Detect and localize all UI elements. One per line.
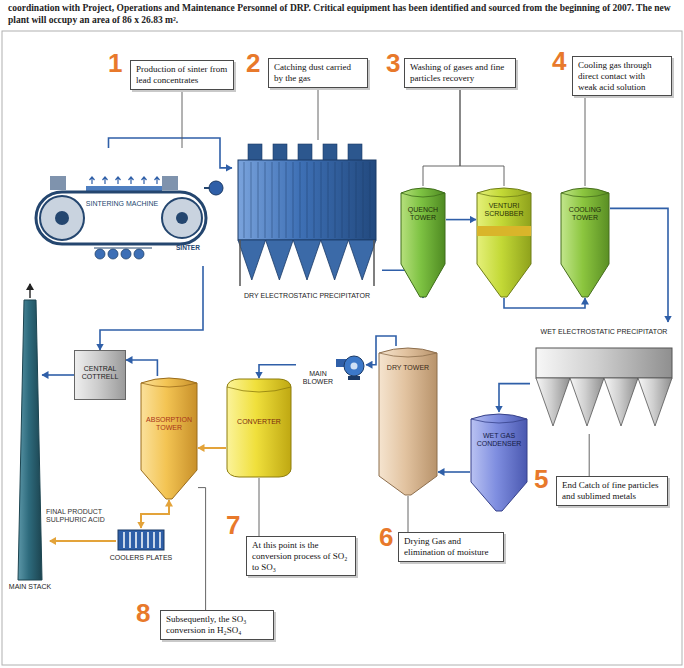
equipment-label: WET GAS CONDENSER	[472, 432, 526, 447]
equipment-label: COOLING TOWER	[561, 206, 609, 221]
equipment-label: MAIN STACK	[4, 583, 56, 591]
callout-number: 3	[386, 50, 400, 76]
equipment-label: CONVERTER	[228, 418, 290, 426]
flow-line	[198, 447, 226, 449]
dry-tower: DRY TOWER	[378, 346, 438, 496]
flow-line	[126, 360, 157, 376]
flow-line	[259, 365, 296, 378]
equipment-shape	[226, 378, 292, 478]
equipment-label: DRY TOWER	[380, 364, 436, 372]
leader-line	[182, 90, 183, 148]
equipment-shape	[530, 322, 678, 434]
equipment-shape	[140, 376, 198, 500]
dry-electrostatic-precipitator: DRY ELECTROSTATIC PRECIPITATOR	[232, 140, 382, 326]
callout-box: Drying Gas and elimination of moisture	[398, 532, 504, 562]
equipment-shape	[108, 528, 174, 578]
flow-line	[499, 384, 530, 412]
callout-box: Cooling gas through direct contact with …	[572, 56, 672, 96]
callout-number: 8	[136, 600, 150, 626]
callout-text: Cooling gas through direct contact with …	[578, 60, 666, 92]
cooling-tower: COOLING TOWER	[560, 186, 610, 298]
main-stack: MAIN STACK	[18, 300, 42, 580]
leader-line	[460, 88, 504, 186]
product-arrow	[50, 540, 116, 542]
callout-box: Production of sinter from lead concentra…	[130, 60, 234, 90]
equipment-shape	[400, 186, 446, 298]
frame	[2, 31, 682, 665]
equipment-label: MAIN BLOWER	[296, 370, 340, 385]
absorption-tower: ABSORPTION TOWER	[140, 376, 198, 500]
callout-box: Catching dust carried by the gas	[268, 58, 368, 88]
leader-line	[589, 434, 590, 476]
equipment-label: COOLERS PLATES	[108, 554, 174, 562]
quench-tower: QUENCH TOWER	[400, 186, 446, 298]
flow-line	[141, 500, 169, 528]
part-label: SINTER	[176, 244, 200, 251]
callout-text: Drying Gas and elimination of moisture	[404, 536, 498, 558]
wet-gas-condenser: WET GAS CONDENSER	[470, 412, 528, 512]
callout-text: Catching dust carried by the gas	[274, 62, 362, 84]
equipment-label: QUENCH TOWER	[401, 206, 445, 221]
equipment-label: DRY ELECTROSTATIC PRECIPITATOR	[232, 292, 382, 300]
flow-line	[42, 374, 74, 376]
wet-electrostatic-precipitator: WET ELECTROSTATIC PRECIPITATOR	[530, 322, 678, 434]
flow-line	[109, 138, 233, 168]
leader-line	[408, 496, 409, 532]
callout-number: 2	[246, 50, 260, 76]
callout-text: Subsequently, the SO₃ conversion in H₂SO…	[166, 614, 268, 636]
leader-line	[318, 88, 319, 140]
callout-text: Washing of gases and fine particles reco…	[410, 62, 510, 84]
equipment-shape	[470, 412, 528, 512]
callout-number: 6	[379, 524, 393, 550]
callout-text: At this point is the conversion process …	[252, 540, 350, 572]
equipment-label: CENTRAL COTTRELL	[75, 365, 125, 380]
header-text: coordination with Project, Operations an…	[8, 3, 676, 27]
central-cottrell: CENTRAL COTTRELL	[74, 350, 126, 400]
product-label: FINAL PRODUCT SULPHURIC ACID	[46, 508, 126, 524]
callout-number: 4	[552, 48, 566, 74]
callout-text: Production of sinter from lead concentra…	[136, 64, 228, 86]
callout-number: 1	[108, 50, 122, 76]
callout-number: 5	[534, 466, 548, 492]
callout-box: At this point is the conversion process …	[246, 536, 356, 576]
flow-line	[610, 208, 668, 322]
equipment-label: VENTURI SCRUBBER	[478, 202, 530, 217]
flow-line	[504, 298, 585, 308]
flow-line	[446, 219, 476, 221]
venturi-scrubber: VENTURI SCRUBBER	[476, 186, 532, 298]
equipment-label: ABSORPTION TOWER	[142, 416, 196, 431]
flow-line	[438, 471, 470, 473]
equipment-shape	[296, 350, 366, 392]
equipment-shape	[18, 300, 42, 580]
leader-line	[585, 96, 586, 186]
main-blower: MAIN BLOWER	[296, 350, 366, 392]
equipment-shape	[560, 186, 610, 298]
exhaust-arrow	[29, 284, 30, 298]
leader-line	[423, 88, 460, 186]
callout-box: Subsequently, the SO₃ conversion in H₂SO…	[160, 610, 274, 640]
leader-line	[259, 478, 260, 536]
equipment-label: WET ELECTROSTATIC PRECIPITATOR	[530, 328, 678, 336]
flow-line	[100, 266, 203, 350]
leader-line	[198, 488, 206, 610]
converter: CONVERTER	[226, 378, 292, 478]
callout-text: End Catch of fine particles and sublimed…	[562, 480, 662, 502]
callout-box: End Catch of fine particles and sublimed…	[556, 476, 668, 506]
equipment-label: SINTERING MACHINE	[84, 200, 160, 208]
callout-box: Washing of gases and fine particles reco…	[404, 58, 516, 88]
coolers-plates: COOLERS PLATES	[108, 528, 174, 578]
callout-number: 7	[226, 512, 240, 538]
